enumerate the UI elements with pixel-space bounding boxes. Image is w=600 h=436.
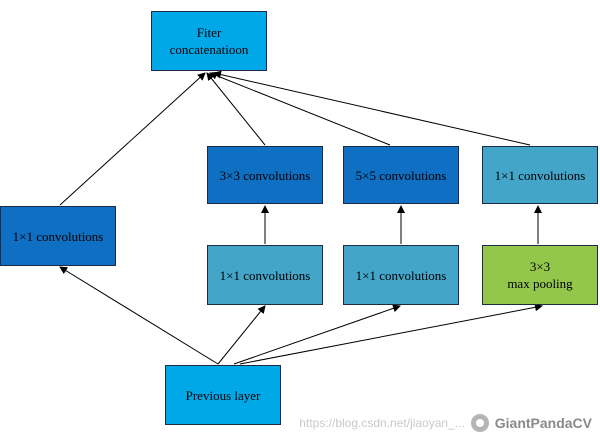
arrow-prev-to-conv1x1-mid-b xyxy=(233,304,401,365)
watermark-brand: GiantPandaCV xyxy=(494,415,592,431)
arrow-prev-to-conv1x1-left xyxy=(59,266,219,365)
filter-concat-box: Fiter concatenatioon xyxy=(151,11,267,71)
conv1x1-mid-b-box: 1×1 convolutions xyxy=(343,245,459,305)
wechat-icon xyxy=(470,414,489,432)
arrow-conv3x3-to-concat xyxy=(206,72,266,146)
conv3x3-box: 3×3 convolutions xyxy=(207,146,323,204)
previous-layer-box: Previous layer xyxy=(165,365,281,425)
arrow-left-to-concat xyxy=(59,72,206,206)
arrow-prev-to-conv1x1-mid-a xyxy=(217,305,266,365)
conv5x5-box: 5×5 convolutions xyxy=(343,146,459,204)
watermark: https://blog.csdn.net/jiaoyan_... GiantP… xyxy=(299,414,592,432)
conv1x1-mid-a-box: 1×1 convolutions xyxy=(207,245,323,305)
watermark-url: https://blog.csdn.net/jiaoyan_... xyxy=(299,416,465,430)
arrow-prev-to-max-pool xyxy=(239,303,543,365)
conv1x1-pool-out-box: 1×1 convolutions xyxy=(482,146,598,204)
arrow-conv5x5-to-concat xyxy=(209,71,391,146)
arrow-pool-out-to-concat xyxy=(213,70,531,146)
conv1x1-left-box: 1×1 convolutions xyxy=(0,206,116,266)
max-pool-box: 3×3 max pooling xyxy=(482,245,598,305)
